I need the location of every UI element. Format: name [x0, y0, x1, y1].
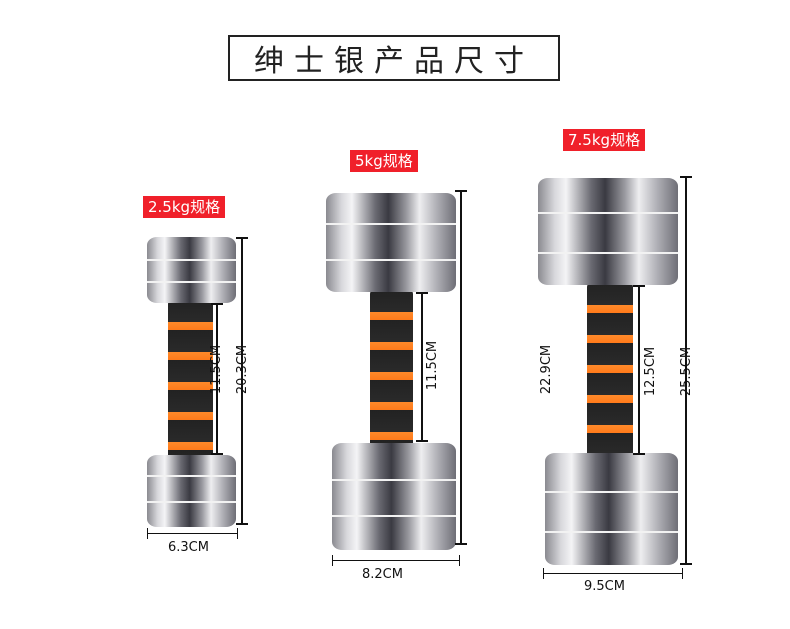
width-dimension-line: [543, 568, 683, 579]
width-dimension-line: [147, 528, 238, 539]
width-dimension-line: [332, 555, 460, 566]
height-dimension-line: [455, 190, 467, 545]
diameter-label: 8.2CM: [362, 567, 403, 582]
spec-tag: 7.5kg规格: [563, 129, 646, 151]
handle-length-label: 11.5CM: [425, 340, 441, 391]
bottom-plate: [332, 443, 456, 550]
foam-handle: [587, 283, 633, 460]
top-plate: [147, 237, 236, 303]
height-label: 25.5CM: [679, 346, 695, 397]
spec-tag: 2.5kg规格: [143, 196, 226, 218]
bottom-plate: [147, 455, 236, 527]
height-label: 20.3CM: [235, 344, 251, 395]
top-plate: [538, 178, 678, 285]
handle-dimension-line: [633, 285, 645, 455]
handle-length-label: 12.5CM: [643, 346, 659, 397]
bottom-plate: [545, 453, 678, 565]
inner-height-label: 22.9CM: [539, 344, 555, 395]
top-plate: [326, 193, 456, 292]
foam-handle: [370, 290, 413, 448]
handle-length-label: 11.5CM: [209, 344, 225, 395]
page-title: 绅士银产品尺寸: [228, 35, 560, 81]
height-dimension-line: [680, 176, 692, 565]
handle-dimension-line: [416, 292, 428, 442]
height-dimension-line: [236, 237, 248, 525]
spec-tag: 5kg规格: [350, 150, 418, 172]
foam-handle: [168, 300, 213, 460]
handle-dimension-line: [211, 303, 223, 455]
diameter-label: 6.3CM: [168, 540, 209, 555]
diameter-label: 9.5CM: [584, 579, 625, 594]
